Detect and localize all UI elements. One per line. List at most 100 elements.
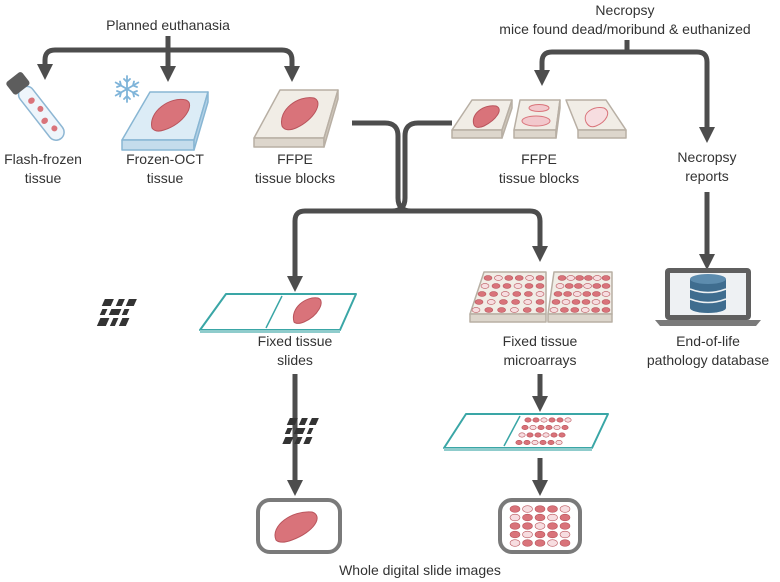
tissue-core — [510, 307, 519, 313]
frozen-oct-line2: tissue — [146, 170, 184, 186]
tissue-core — [534, 539, 546, 547]
eol-database-label: End-of-life pathology database — [640, 332, 776, 370]
tissue-core — [523, 299, 533, 305]
microarrays-label: Fixed tissue microarrays — [485, 332, 595, 370]
ffpe-left-line1: FFPE — [277, 151, 313, 167]
tissue-core — [560, 307, 569, 313]
tissue-core — [509, 505, 521, 513]
whole-slide-image-left — [256, 498, 342, 554]
tissue-core — [534, 530, 546, 539]
tissue-core — [555, 283, 565, 289]
flash-frozen-line1: Flash-frozen — [4, 151, 82, 167]
tissue-core — [524, 417, 532, 423]
tissue-core — [484, 307, 494, 313]
tissue-core — [513, 283, 523, 289]
tissue-core — [497, 307, 506, 313]
tissue-core — [539, 439, 547, 445]
tma-slide-icon — [282, 413, 609, 451]
tissue-core — [483, 275, 493, 281]
flow-arrows — [36, 36, 716, 497]
tissue-core — [522, 530, 533, 539]
whole-slide-image-right — [498, 498, 582, 554]
tissue-core — [511, 299, 520, 305]
tissue-core — [491, 283, 501, 289]
necropsy-reports-line2: reports — [685, 168, 729, 184]
tissue-core — [553, 424, 561, 430]
frozen-oct-line1: Frozen-OCT — [126, 151, 204, 167]
laptop-icon — [655, 268, 761, 326]
whole-slide-images-label: Whole digital slide images — [339, 562, 501, 578]
arrow-to-necropsy-reports — [627, 49, 716, 144]
tissue-core — [524, 291, 533, 297]
tissue-core — [601, 299, 611, 305]
tissue-core — [580, 307, 590, 313]
tissue-core — [535, 291, 545, 297]
eol-database-line2: pathology database — [646, 352, 770, 368]
eol-database-line1: End-of-life — [676, 333, 740, 349]
arrow-to-fixed-slides — [286, 208, 402, 293]
tissue-core — [545, 424, 553, 430]
flash-frozen-line2: tissue — [24, 170, 62, 186]
tissue-core — [534, 513, 546, 522]
tissue-core — [559, 505, 571, 513]
tissue-core — [522, 513, 533, 522]
tissue-core — [583, 283, 592, 289]
microarrays-line1: Fixed tissue — [502, 333, 578, 349]
tma-core-grid — [509, 505, 571, 547]
tissue-core — [559, 539, 571, 547]
ffpe-left-line2: tissue blocks — [254, 170, 336, 186]
tissue-core — [591, 307, 600, 313]
merge-left — [352, 120, 412, 214]
tissue-core — [553, 291, 563, 297]
ffpe-right-line1: FFPE — [521, 151, 557, 167]
tissue-core — [547, 439, 555, 445]
tissue-core — [509, 522, 521, 530]
tissue-core — [534, 505, 546, 513]
necropsy-title: Necropsy — [595, 2, 655, 18]
tissue-core — [558, 432, 566, 438]
tissue-core — [571, 299, 581, 305]
tissue-core — [535, 307, 545, 313]
tissue-core — [534, 432, 542, 438]
arrow-to-ffpe-left — [168, 47, 301, 83]
tissue-core — [547, 539, 558, 547]
fixed-slides-line2: slides — [277, 352, 313, 368]
tissue-core — [509, 513, 521, 522]
tma-core-grid — [515, 417, 572, 445]
fixed-slides-label: Fixed tissue slides — [240, 332, 350, 370]
fixed-slides-line1: Fixed tissue — [257, 333, 333, 349]
tissue-core — [524, 283, 534, 289]
qr-code-icon — [96, 299, 137, 326]
tissue-core — [556, 417, 564, 423]
tissue-core — [523, 439, 531, 445]
tissue-core — [548, 417, 556, 423]
tissue-core — [509, 530, 521, 539]
tissue-core — [582, 291, 592, 297]
tissue-core — [550, 432, 558, 438]
ffpe-left-label: FFPE tissue blocks — [240, 150, 350, 188]
tissue-core — [500, 291, 510, 297]
tissue-core — [601, 307, 611, 313]
necropsy-reports-line1: Necropsy — [677, 149, 737, 165]
tissue-core — [559, 522, 571, 530]
arrow-to-microarrays — [402, 208, 549, 263]
tissue-core — [474, 299, 484, 305]
tissue-core — [471, 307, 481, 313]
tissue-core — [584, 275, 593, 281]
tissue-core — [537, 424, 545, 430]
qr-code-icon — [282, 418, 319, 444]
tissue-core — [525, 275, 534, 281]
tissue-core — [547, 522, 558, 530]
tissue-core — [514, 275, 524, 281]
tissue-core — [504, 275, 514, 281]
flash-frozen-label: Flash-frozen tissue — [0, 150, 86, 188]
tissue-core — [566, 275, 576, 281]
tissue-core — [522, 522, 533, 530]
tissue-core — [601, 291, 611, 297]
tissue-core — [535, 299, 545, 305]
tissue-core — [561, 424, 569, 430]
tissue-core — [512, 291, 522, 297]
tissue-core — [551, 299, 561, 305]
tissue-core — [509, 539, 521, 547]
